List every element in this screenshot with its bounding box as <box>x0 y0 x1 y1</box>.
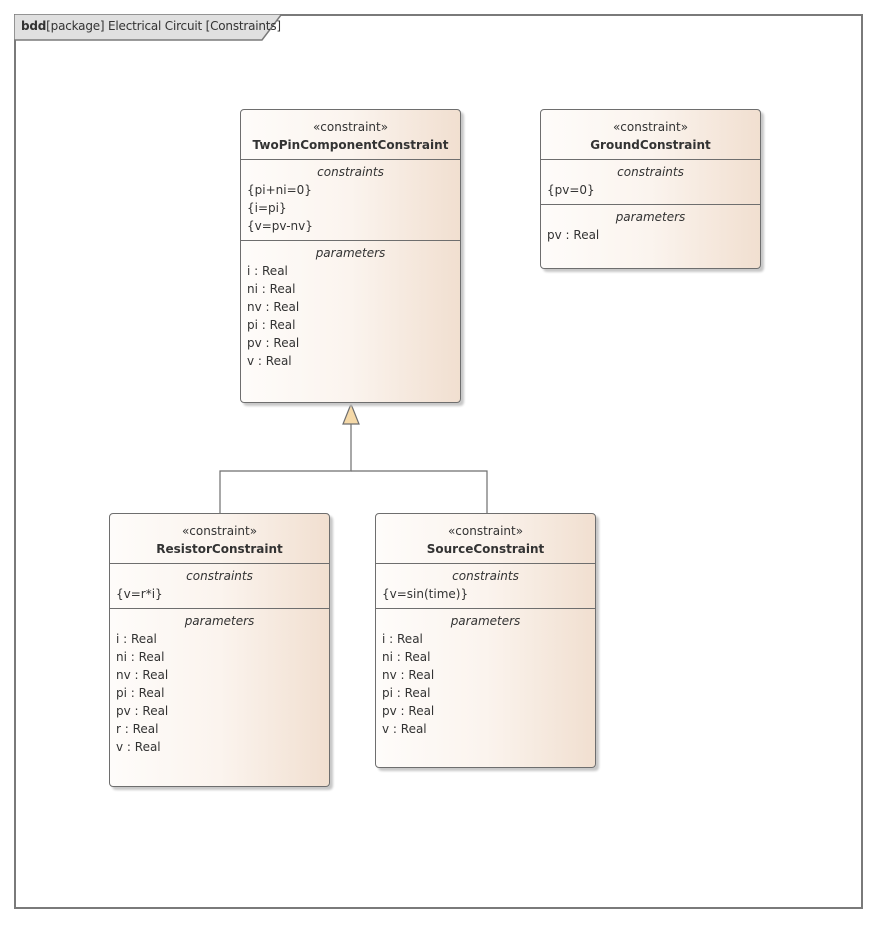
compartment-constraints: constraints {pv=0} <box>541 160 760 205</box>
parameter-item[interactable]: nv : Real <box>247 300 300 314</box>
block-name[interactable]: TwoPinComponentConstraint <box>252 138 449 152</box>
parameter-item[interactable]: pv : Real <box>247 336 300 350</box>
diagram-kind: bdd <box>21 19 47 33</box>
parameter-item[interactable]: pi : Real <box>247 318 296 332</box>
generalization-arrowhead <box>342 402 360 425</box>
block-header: «constraint» SourceConstraint <box>376 514 595 564</box>
generalization-line-resistor[interactable] <box>219 424 352 513</box>
block-header: «constraint» TwoPinComponentConstraint <box>241 110 460 160</box>
parameter-item[interactable]: i : Real <box>116 632 157 646</box>
block-resistor[interactable]: «constraint» ResistorConstraint constrai… <box>109 513 330 787</box>
block-name[interactable]: ResistorConstraint <box>156 542 283 556</box>
compartment-parameters: parameters i : Real ni : Real nv : Real pi :… <box>241 241 460 375</box>
block-source[interactable]: «constraint» SourceConstraint constraint… <box>375 513 596 768</box>
compartment-title: constraints <box>186 569 253 583</box>
compartment-title: parameters <box>450 614 521 628</box>
parameter-item[interactable]: nv : Real <box>116 668 169 682</box>
constraint-item[interactable]: {v=pv-nv} <box>247 219 313 233</box>
compartment-parameters: parameters i : Real ni : Real nv : Real pi :… <box>110 609 329 761</box>
constraint-item[interactable]: {pi+ni=0} <box>247 183 312 197</box>
diagram-frame-tab: bdd[package] Electrical Circuit [Constra… <box>14 14 282 41</box>
compartment-title: constraints <box>617 165 684 179</box>
constraint-item[interactable]: {pv=0} <box>547 183 595 197</box>
compartment-constraints: constraints {v=r*i} <box>110 564 329 609</box>
block-name[interactable]: GroundConstraint <box>590 138 711 152</box>
parameter-item[interactable]: i : Real <box>247 264 288 278</box>
compartment-title: parameters <box>315 246 386 260</box>
parameter-item[interactable]: pv : Real <box>116 704 169 718</box>
diagram-title: [package] Electrical Circuit [Constraint… <box>46 19 281 33</box>
parameter-item[interactable]: nv : Real <box>382 668 435 682</box>
block-name[interactable]: SourceConstraint <box>426 542 545 556</box>
constraint-item[interactable]: {v=sin(time)} <box>382 587 469 601</box>
parameter-item[interactable]: pv : Real <box>547 228 600 242</box>
parameter-item[interactable]: v : Real <box>382 722 427 736</box>
compartment-title: parameters <box>615 210 686 224</box>
compartment-title: constraints <box>452 569 519 583</box>
parameter-item[interactable]: ni : Real <box>247 282 296 296</box>
diagram-frame <box>14 14 863 909</box>
compartment-parameters: parameters i : Real ni : Real nv : Real pi :… <box>376 609 595 743</box>
compartment-title: parameters <box>184 614 255 628</box>
constraint-item[interactable]: {i=pi} <box>247 201 287 215</box>
parameter-item[interactable]: ni : Real <box>382 650 431 664</box>
compartment-title: constraints <box>317 165 384 179</box>
block-header: «constraint» ResistorConstraint <box>110 514 329 564</box>
parameter-item[interactable]: v : Real <box>116 740 161 754</box>
parameter-item[interactable]: i : Real <box>382 632 423 646</box>
parameter-item[interactable]: ni : Real <box>116 650 165 664</box>
compartment-constraints: constraints {pi+ni=0} {i=pi} {v=pv-nv} <box>241 160 460 241</box>
generalization-line-source[interactable] <box>351 470 488 513</box>
block-stereotype: «constraint» <box>447 524 524 538</box>
parameter-item[interactable]: pi : Real <box>382 686 431 700</box>
parameter-item[interactable]: r : Real <box>116 722 159 736</box>
block-header: «constraint» GroundConstraint <box>541 110 760 160</box>
parameter-item[interactable]: pi : Real <box>116 686 165 700</box>
block-stereotype: «constraint» <box>612 120 689 134</box>
parameter-item[interactable]: pv : Real <box>382 704 435 718</box>
block-stereotype: «constraint» <box>312 120 389 134</box>
block-twopin[interactable]: «constraint» TwoPinComponentConstraint c… <box>240 109 461 403</box>
compartment-parameters: parameters pv : Real <box>541 205 760 249</box>
block-stereotype: «constraint» <box>181 524 258 538</box>
block-ground[interactable]: «constraint» GroundConstraint constraint… <box>540 109 761 269</box>
parameter-item[interactable]: v : Real <box>247 354 292 368</box>
constraint-item[interactable]: {v=r*i} <box>116 587 163 601</box>
compartment-constraints: constraints {v=sin(time)} <box>376 564 595 609</box>
